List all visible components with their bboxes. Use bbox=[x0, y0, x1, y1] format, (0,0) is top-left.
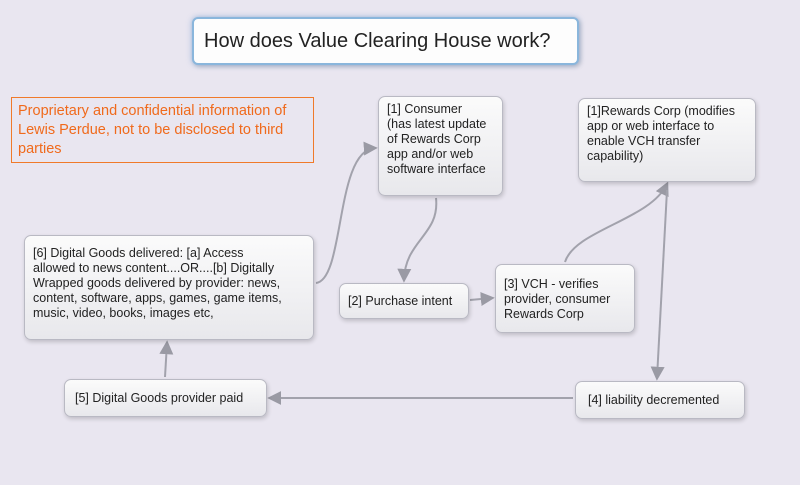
node-consumer[interactable]: [1] Consumer (has latest update of Rewar… bbox=[378, 96, 503, 196]
edge-intent-to-vch bbox=[469, 292, 495, 306]
node-vch-verifies[interactable]: [3] VCH - verifies provider, consumer Re… bbox=[495, 264, 635, 333]
diagram-title: How does Value Clearing House work? bbox=[192, 17, 579, 65]
node-purchase-intent[interactable]: [2] Purchase intent bbox=[339, 283, 469, 319]
confidential-notice: Proprietary and confidential information… bbox=[11, 97, 314, 163]
edge-rewards-to-liability bbox=[650, 189, 668, 381]
edge-vch-to-rewards bbox=[564, 181, 669, 263]
node-provider-paid[interactable]: [5] Digital Goods provider paid bbox=[64, 379, 267, 417]
edge-consumer-to-intent bbox=[397, 197, 438, 283]
edge-paid-to-digital bbox=[159, 340, 174, 378]
edge-digital-to-consumer bbox=[315, 141, 378, 284]
node-rewards-corp[interactable]: [1]Rewards Corp (modifies app or web int… bbox=[578, 98, 756, 182]
node-digital-goods-delivered[interactable]: [6] Digital Goods delivered: [a] Access … bbox=[24, 235, 314, 340]
node-liability-decremented[interactable]: [4] liability decremented bbox=[575, 381, 745, 419]
